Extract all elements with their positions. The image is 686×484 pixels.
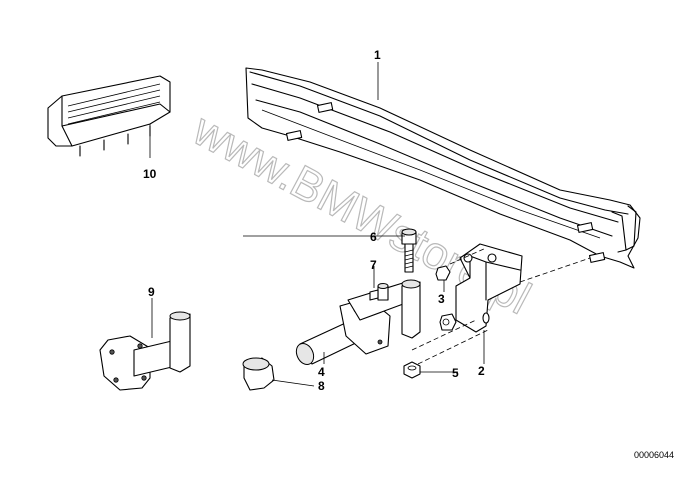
part-8-cap bbox=[242, 357, 275, 391]
callout-1: 1 bbox=[374, 48, 381, 62]
part-7-screw bbox=[369, 283, 389, 301]
assembly-lines bbox=[411, 247, 591, 365]
part-3-nuts bbox=[435, 265, 457, 331]
callout-9: 9 bbox=[148, 285, 155, 299]
leader-lines bbox=[149, 62, 485, 387]
part-9-mount-tube bbox=[99, 311, 191, 391]
part-1-bumper-carrier bbox=[245, 67, 641, 269]
part-4-tow-tube bbox=[295, 279, 421, 366]
callout-3: 3 bbox=[438, 292, 445, 306]
callout-5: 5 bbox=[452, 366, 459, 380]
part-10-grille bbox=[47, 75, 171, 157]
part-2-bracket bbox=[455, 243, 523, 333]
callout-7: 7 bbox=[370, 258, 377, 272]
callout-8: 8 bbox=[318, 379, 325, 393]
part-5-nut bbox=[403, 361, 421, 379]
callout-6: 6 bbox=[370, 230, 377, 244]
diagram-code: 00006044 bbox=[634, 450, 674, 460]
part-6-bolt bbox=[401, 228, 417, 273]
callout-10: 10 bbox=[143, 167, 157, 181]
callout-4: 4 bbox=[318, 365, 325, 379]
callout-2: 2 bbox=[478, 364, 485, 378]
